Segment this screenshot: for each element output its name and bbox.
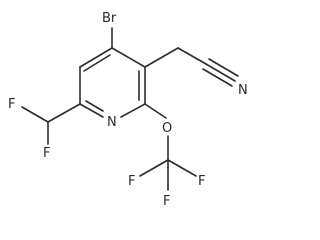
pyridine-ring [79,47,146,118]
atom-chf2-fluorine-top: F [8,97,15,112]
atom-ring-nitrogen: N [107,115,117,130]
bond-cn-triple-3 [202,68,233,87]
bond-chf2-f-top [21,106,49,123]
bond-cf3-f-left [139,159,169,177]
bond-c3-ch2 [144,47,179,68]
atom-chf2-fluorine-bottom: F [43,146,50,161]
chemical-structure: Br N N O F F F F F [8,11,248,209]
atom-bromine: Br [102,11,117,26]
bond-c4-c5-double [83,54,111,72]
bond-c2-o [144,103,167,119]
atom-nitrile-nitrogen: N [238,83,248,98]
atom-cf3-fluorine-right: F [198,174,205,189]
bond-cn-triple-2 [208,58,239,77]
atom-oxygen: O [162,121,172,136]
atom-cf3-fluorine-bottom: F [163,194,170,209]
bond-c4-c5 [79,47,113,68]
bond-cn-triple-1 [205,63,236,82]
bond-n-c2 [120,103,146,118]
bond-cf3-f-right [167,159,197,177]
bond-c6-n-double [85,100,104,112]
bond-c3-c4 [111,47,146,68]
atom-cf3-fluorine-left: F [128,174,135,189]
bond-ch2-cn [177,47,207,65]
bond-c6-chf2 [47,103,81,123]
bond-c6-n [79,103,104,118]
